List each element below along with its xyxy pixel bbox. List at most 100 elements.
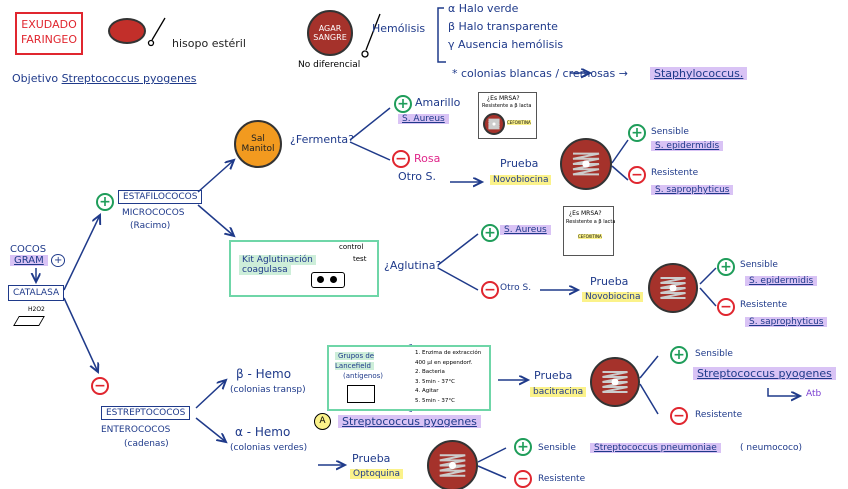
agar-note: No diferencial (298, 60, 361, 70)
streptococcus-pyogenes-label: Streptococcus pyogenes (693, 367, 836, 380)
resistente-label: Resistente (695, 410, 743, 420)
minus-icon: − (91, 377, 109, 395)
micrococos-label: MICROCOCOS (122, 208, 185, 218)
otro-s-label: Otro S. (398, 170, 436, 183)
control-label: control (339, 243, 364, 251)
streak-pattern-icon (660, 277, 686, 299)
colonies-note: * colonias blancas / cremosas → (452, 67, 628, 80)
minus-icon: − (670, 407, 688, 425)
amarillo-label: Amarillo (415, 96, 461, 109)
cadenas-label: (cadenas) (124, 439, 169, 449)
mrsa-line: Resistente a β lacta (566, 219, 616, 225)
test-label: test (353, 255, 367, 263)
streak-pattern-icon (488, 118, 500, 130)
plus-icon: + (514, 438, 532, 456)
resistente-label: Resistente (538, 474, 586, 484)
mouth-icon (108, 18, 146, 44)
neumococo-label: ( neumococo) (740, 443, 803, 453)
novobiocina-plate (648, 263, 698, 313)
resistente-label: Resistente (651, 168, 699, 178)
streak-pattern-icon (439, 454, 466, 477)
prueba-label: Prueba (352, 452, 391, 465)
resistente-label: Resistente (740, 300, 788, 310)
bacitracina-plate (590, 357, 640, 407)
mrsa-box: ¿Es MRSA? Resistente a β lacta CEFOXITIN… (478, 92, 537, 139)
optoquina-plate (427, 440, 478, 489)
s-saprophyticus-label: S. saprophyticus (745, 317, 828, 327)
s-epidermidis-label: S. epidermidis (745, 276, 818, 286)
plus-icon: + (481, 224, 499, 242)
prueba-label: Prueba (534, 369, 573, 382)
agar-sangre-plate: AGAR SANGRE (307, 10, 353, 56)
plus-icon: + (394, 95, 412, 113)
plus-icon: + (717, 258, 735, 276)
slide-label: H2O2 (28, 306, 45, 313)
novobiocina-label: Novobiocina (490, 175, 552, 185)
enterococos-label: ENTEROCOCOS (101, 425, 171, 435)
minus-icon: − (392, 150, 410, 168)
hemolisis-label: Hemólisis (372, 22, 426, 35)
plate-icon (483, 113, 505, 135)
catalasa-box: CATALASA (8, 285, 65, 301)
streak-pattern-icon (572, 152, 600, 176)
hemolisis-beta: β Halo transparente (448, 20, 558, 33)
otro-s-label: Otro S. (500, 283, 532, 293)
objective: Objetivo Streptococcus pyogenes (12, 72, 197, 85)
lancefield-sub: (antígenos) (343, 372, 383, 380)
cefoxitina-label: CEFOXITINA (578, 234, 602, 239)
cefoxitina-label: CEFOXITINA (507, 120, 531, 125)
agglutination-card-icon (347, 385, 375, 403)
streak-pattern-icon (602, 371, 628, 393)
atb-label: Atb (806, 389, 822, 399)
test-card-icon (311, 272, 345, 288)
novobiocina-plate (560, 138, 612, 190)
plus-icon: + (628, 124, 646, 142)
mrsa-question: ¿Es MRSA? (487, 95, 520, 102)
minus-icon: − (481, 281, 499, 299)
fermenta-question: ¿Fermenta? (290, 133, 355, 146)
sample-title: EXUDADO FARINGEO (15, 12, 83, 55)
lancefield-title: Grupos de Lancefield (335, 352, 375, 370)
swab-icon (147, 13, 381, 58)
sensible-label: Sensible (695, 349, 733, 359)
sensible-label: Sensible (651, 127, 689, 137)
sensible-label: Sensible (740, 260, 778, 270)
minus-icon: − (717, 298, 735, 316)
alpha-hemo-label: α - Hemo (235, 425, 291, 439)
alpha-sub-label: (colonias verdes) (230, 443, 308, 453)
rosa-label: Rosa (414, 152, 441, 165)
novobiocina-label: Novobiocina (582, 292, 644, 302)
mrsa-question: ¿Es MRSA? (569, 210, 602, 217)
racimo-label: (Racimo) (130, 221, 171, 231)
hemolisis-alpha: α Halo verde (448, 2, 519, 15)
estafilococos-box: ESTAFILOCOCOS (118, 190, 203, 204)
hemolisis-gamma: γ Ausencia hemólisis (448, 38, 564, 51)
streptococcus-pneumoniae-label: Streptococcus pneumoniae (590, 443, 721, 453)
swab-label: hisopo estéril (172, 37, 246, 50)
beta-hemo-label: β - Hemo (236, 367, 292, 381)
group-a-badge: A (314, 413, 331, 430)
sal-manitol-plate: Sal Manitol (234, 120, 282, 168)
estreptococos-box: ESTREPTOCOCOS (101, 406, 191, 420)
minus-icon: − (628, 166, 646, 184)
optoquina-label: Optoquina (350, 469, 403, 479)
minus-icon: − (514, 470, 532, 488)
aglutina-question: ¿Aglutina? (384, 259, 442, 272)
lancefield-box: Grupos de Lancefield (antígenos) 1. Enzi… (327, 345, 491, 411)
plus-icon: + (670, 346, 688, 364)
prueba-label: Prueba (590, 275, 629, 288)
s-epidermidis-label: S. epidermidis (651, 141, 724, 151)
mrsa-box: ¿Es MRSA? Resistente a β lacta CEFOXITIN… (563, 206, 616, 256)
mrsa-line: Resistente a β lacta (482, 103, 532, 109)
sensible-label: Sensible (538, 443, 576, 453)
staphylococcus-label: Staphylococcus. (650, 67, 748, 80)
plus-icon: + (96, 193, 114, 211)
s-aureus-label: S. Aureus (500, 225, 551, 235)
s-aureus-label: S. Aureus (398, 114, 449, 124)
beta-sub-label: (colonias transp) (230, 385, 306, 395)
